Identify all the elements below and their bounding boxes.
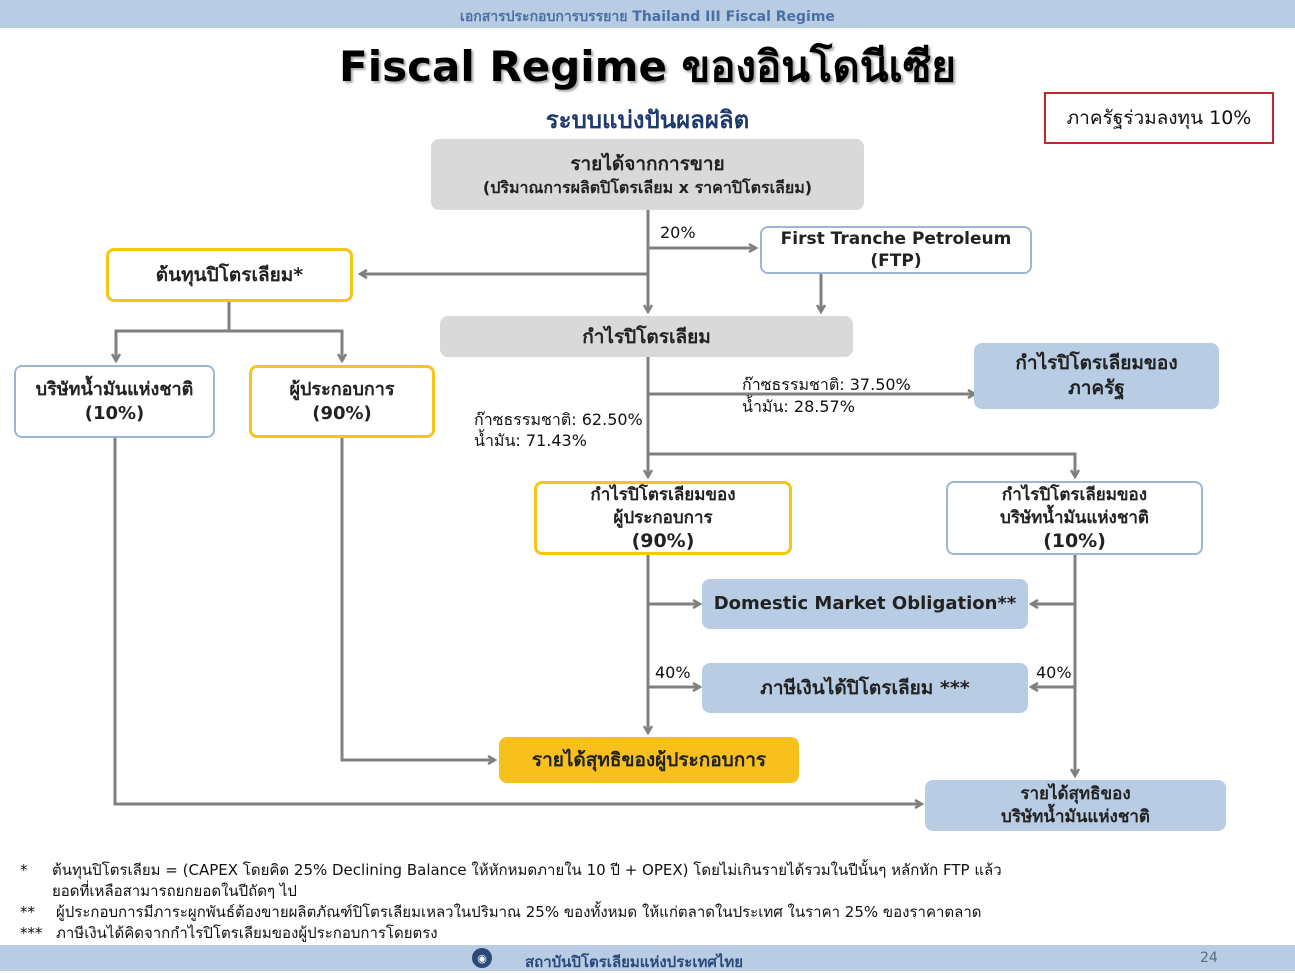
page-subtitle: ระบบแบ่งปันผลผลิต xyxy=(545,106,750,134)
footnote-1-line1: ต้นทุนปิโตรเลียม = (CAPEX โดยคิด 25% Dec… xyxy=(52,861,1002,879)
footnote-1-line2: ยอดที่เหลือสามารถยกยอดในปีถัดๆ ไป xyxy=(52,882,297,900)
tax-left-percent-label: 40% xyxy=(655,663,691,682)
state-profit-box: กำไรปิโตรเลียมของ ภาครัฐ xyxy=(974,343,1219,409)
income-tax-box: ภาษีเงินได้ปิโตรเลียม *** xyxy=(702,663,1028,713)
state-profit-line2: ภาครัฐ xyxy=(1068,377,1125,399)
sales-revenue-box: รายได้จากการขาย (ปริมาณการผลิตปิโตรเลียม… xyxy=(431,139,864,210)
footer-institute: สถาบันปิโตรเลียมแห่งประเทศไทย xyxy=(525,953,744,971)
sales-revenue-formula: (ปริมาณการผลิตปิโตรเลียม x ราคาปิโตรเลีย… xyxy=(482,177,813,197)
operator-label: ผู้ประกอบการ xyxy=(289,378,395,400)
contractor-gas-share-label: ก๊าซธรรมชาติ: 62.50% xyxy=(474,410,643,429)
noc-label: บริษัทน้ำมันแห่งชาติ xyxy=(35,378,194,400)
operator-net-income-box: รายได้สุทธิของผู้ประกอบการ xyxy=(499,737,799,783)
petroleum-cost-label: ต้นทุนปิโตรเลียม* xyxy=(155,264,304,286)
sales-revenue-title: รายได้จากการขาย xyxy=(570,152,725,175)
ftp-percent-label: 20% xyxy=(660,223,696,242)
noc-profit-line1: กำไรปิโตรเลียมของ xyxy=(1001,484,1148,505)
footnote-2-mark: ** xyxy=(20,903,35,921)
arrow-operator-to-net xyxy=(340,438,495,760)
operator-net-label: รายได้สุทธิของผู้ประกอบการ xyxy=(531,749,767,771)
header-bar xyxy=(0,0,1295,28)
footnote-3-mark: *** xyxy=(20,924,43,942)
state-participation-box: ภาครัฐร่วมลงทุน 10% xyxy=(1044,92,1274,144)
institute-logo-icon: ◉ xyxy=(472,948,492,968)
arrow-cost-to-operator xyxy=(229,329,342,361)
ftp-box: First Tranche Petroleum (FTP) xyxy=(760,226,1032,274)
footer-bar xyxy=(0,945,1295,971)
operator-share: (90%) xyxy=(312,402,372,424)
dmo-box: Domestic Market Obligation** xyxy=(702,579,1028,629)
petroleum-profit-label: กำไรปิโตรเลียม xyxy=(582,325,711,348)
income-tax-label: ภาษีเงินได้ปิโตรเลียม *** xyxy=(760,677,970,699)
arrow-noc-to-net xyxy=(113,438,922,804)
footnote-2-text: ผู้ประกอบการมีภาระผูกพันธ์ต้องขายผลิตภัณ… xyxy=(56,903,982,921)
arrow-cost-to-noc xyxy=(116,302,231,361)
noc-share: (10%) xyxy=(84,402,145,424)
state-profit-line1: กำไรปิโตรเลียมของ xyxy=(1015,352,1178,374)
arrow-to-noc-profit xyxy=(648,452,1075,477)
page-number: 24 xyxy=(1200,950,1218,966)
contractor-oil-share-label: น้ำมัน: 71.43% xyxy=(474,431,587,450)
dmo-label: Domestic Market Obligation** xyxy=(713,593,1017,614)
operator-box: ผู้ประกอบการ (90%) xyxy=(249,365,435,438)
ftp-title: First Tranche Petroleum xyxy=(780,229,1012,249)
tax-right-percent-label: 40% xyxy=(1036,663,1072,682)
noc-net-line1: รายได้สุทธิของ xyxy=(1020,783,1131,804)
state-gas-share-label: ก๊าซธรรมชาติ: 37.50% xyxy=(742,375,911,394)
noc-profit-line2: บริษัทน้ำมันแห่งชาติ xyxy=(1000,507,1149,528)
page-title: Fiscal Regime ของอินโดนีเซีย xyxy=(339,42,956,91)
footnote-1-mark: * xyxy=(20,861,28,879)
petroleum-cost-box: ต้นทุนปิโตรเลียม* xyxy=(106,248,353,302)
noc-profit-share: (10%) xyxy=(1043,529,1106,552)
header-text: เอกสารประกอบการบรรยาย Thailand III Fisca… xyxy=(460,9,835,25)
operator-profit-line2: ผู้ประกอบการ xyxy=(613,507,713,528)
national-oil-company-box: บริษัทน้ำมันแห่งชาติ (10%) xyxy=(14,365,215,438)
state-oil-share-label: น้ำมัน: 28.57% xyxy=(742,397,855,416)
ftp-abbr: (FTP) xyxy=(870,251,922,271)
operator-profit-line1: กำไรปิโตรเลียมของ xyxy=(590,484,736,505)
noc-net-income-box: รายได้สุทธิของ บริษัทน้ำมันแห่งชาติ xyxy=(925,780,1226,831)
petroleum-profit-box: กำไรปิโตรเลียม xyxy=(440,316,853,357)
operator-profit-share: (90%) xyxy=(631,529,695,552)
footnote-3-text: ภาษีเงินได้คิดจากกำไรปิโตรเลียมของผู้ประ… xyxy=(56,924,438,942)
noc-net-line2: บริษัทน้ำมันแห่งชาติ xyxy=(1001,806,1150,827)
noc-profit-box: กำไรปิโตรเลียมของ บริษัทน้ำมันแห่งชาติ (… xyxy=(946,481,1203,555)
operator-profit-box: กำไรปิโตรเลียมของ ผู้ประกอบการ (90%) xyxy=(534,481,792,555)
